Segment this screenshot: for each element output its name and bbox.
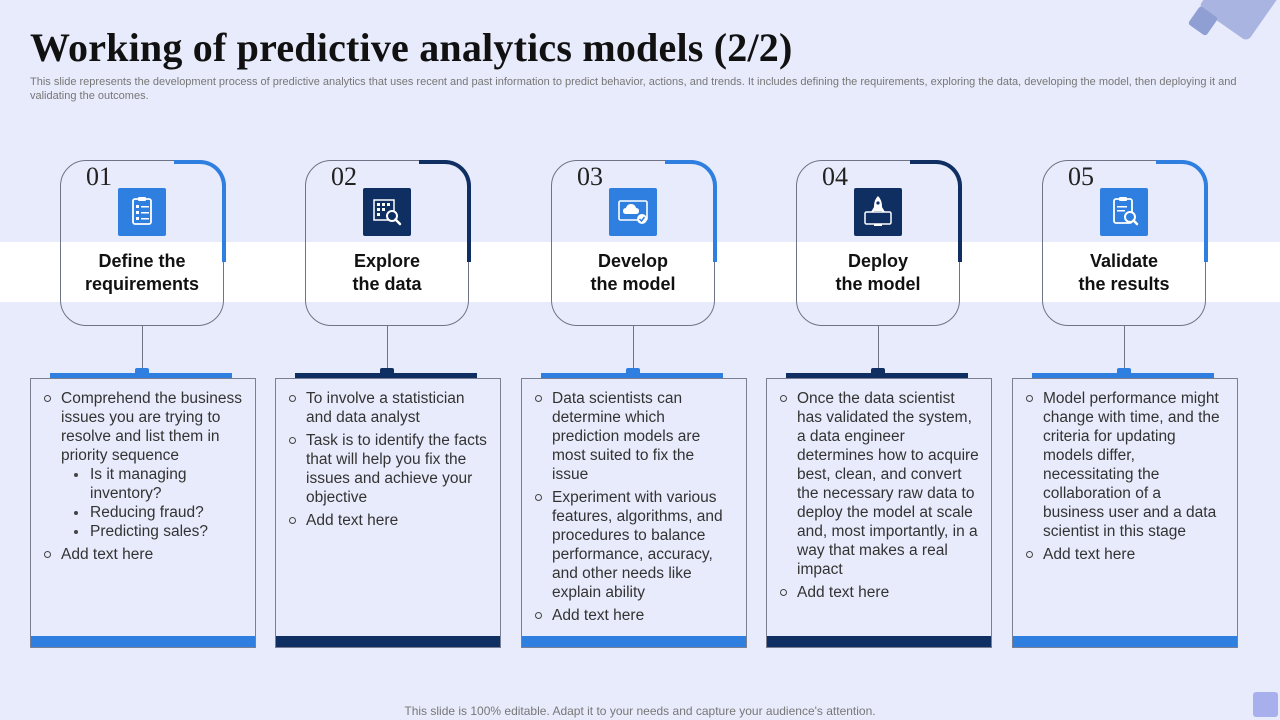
step-card: To involve a statistician and data analy…: [275, 378, 501, 648]
connector-line: [387, 326, 389, 370]
corner-square-button[interactable]: [1253, 692, 1278, 717]
step-number: 01: [82, 163, 116, 191]
list-item: Data scientists can determine which pred…: [535, 389, 734, 484]
step-number: 04: [818, 163, 852, 191]
step-cap-accent-arc: [419, 160, 471, 262]
step-cap-accent-arc: [910, 160, 962, 262]
list-item: Comprehend the business issues you are t…: [44, 390, 243, 541]
connector-line: [878, 326, 880, 370]
list-item: Once the data scientist has validated th…: [780, 390, 979, 578]
rocket-launch-monitor-icon: [854, 188, 902, 236]
sub-list-item: Is it managing inventory?: [74, 465, 243, 503]
list-item: To involve a statistician and data analy…: [289, 389, 488, 427]
step-cap-accent-arc: [665, 160, 717, 262]
list-item: Add text here: [535, 606, 734, 625]
card-bottom-bar: [1013, 636, 1237, 647]
sub-list-item: Predicting sales?: [74, 522, 243, 541]
step-cap-accent-arc: [174, 160, 226, 262]
list-item: Model performance might change with time…: [1026, 389, 1225, 541]
step-number: 03: [573, 163, 607, 191]
slide-title: Working of predictive analytics models (…: [30, 25, 793, 70]
list-item: Add text here: [780, 583, 979, 602]
connector-line: [1124, 326, 1126, 370]
list-item: Add text here: [1026, 545, 1225, 564]
list-item: Experiment with various features, algori…: [535, 488, 734, 602]
step-card: Data scientists can determine which pred…: [521, 378, 747, 648]
card-bottom-bar: [767, 636, 991, 647]
card-bottom-bar: [276, 636, 500, 647]
clipboard-checklist-icon: [118, 188, 166, 236]
data-search-icon: [363, 188, 411, 236]
clipboard-magnifier-icon: [1100, 188, 1148, 236]
cloud-monitor-check-icon: [609, 188, 657, 236]
list-item: Add text here: [44, 545, 243, 564]
connector-line: [633, 326, 635, 370]
card-bottom-bar: [522, 636, 746, 647]
list-item: Task is to identify the facts that will …: [289, 432, 487, 506]
list-item: Add text here: [289, 511, 488, 530]
step-card: Once the data scientist has validated th…: [766, 378, 992, 648]
step-card: Comprehend the business issues you are t…: [30, 378, 256, 648]
step-card: Model performance might change with time…: [1012, 378, 1238, 648]
connector-line: [142, 326, 144, 370]
step-cap-accent-arc: [1156, 160, 1208, 262]
step-number: 02: [327, 163, 361, 191]
card-bottom-bar: [31, 636, 255, 647]
footer-note: This slide is 100% editable. Adapt it to…: [404, 704, 876, 718]
step-number: 05: [1064, 163, 1098, 191]
sub-list-item: Reducing fraud?: [74, 503, 243, 522]
slide-description: This slide represents the development pr…: [30, 76, 1237, 102]
